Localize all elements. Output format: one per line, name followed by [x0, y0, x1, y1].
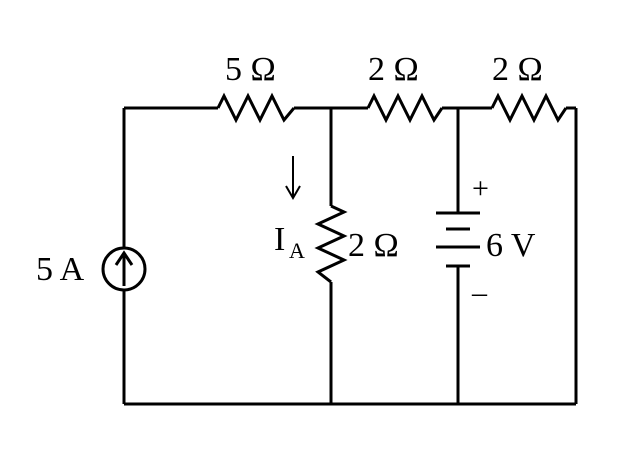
label-voltage-minus: –: [471, 276, 488, 309]
label-voltage-source: 6 V: [486, 227, 536, 264]
current-source-circle: [101, 246, 147, 292]
resistor-top-middle: [366, 92, 444, 124]
wires: [122, 106, 578, 406]
resistor-vertical: [314, 204, 348, 284]
label-resistor-top-right: 2 Ω: [492, 51, 543, 88]
label-current-source: 5 A: [36, 251, 85, 288]
voltage-source: [436, 211, 480, 268]
current-direction-arrow-icon: [285, 156, 301, 200]
label-resistor-top-left: 5 Ω: [225, 51, 276, 88]
resistor-top-left: [216, 92, 296, 124]
label-resistor-top-middle: 2 Ω: [368, 51, 419, 88]
label-current-subscript: A: [289, 238, 305, 263]
label-voltage-plus: +: [472, 172, 489, 205]
current-source: [101, 246, 147, 292]
current-source-arrow-icon: [114, 250, 134, 286]
label-current-i: I: [274, 221, 285, 258]
resistor-top-right: [490, 92, 568, 124]
label-resistor-vertical: 2 Ω: [348, 227, 399, 264]
